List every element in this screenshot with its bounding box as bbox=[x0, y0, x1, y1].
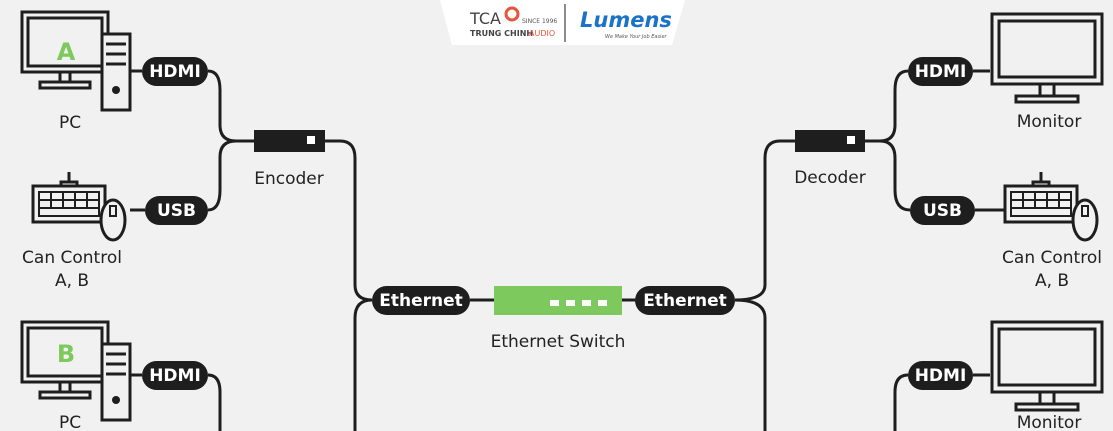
pc-a-letter: A bbox=[57, 38, 76, 66]
pc-b-icon bbox=[20, 320, 132, 422]
ethernet-label: Ethernet bbox=[379, 291, 463, 311]
decoder-icon bbox=[795, 130, 865, 152]
hdmi-label: HDMI bbox=[149, 62, 201, 82]
control-sublabel-left: A, B bbox=[55, 271, 89, 291]
hdmi-label: HDMI bbox=[915, 62, 967, 82]
control-label-right: Can Control bbox=[1002, 248, 1102, 268]
hdmi-pill-monitor-1: HDMI bbox=[908, 57, 973, 86]
ethernet-label: Ethernet bbox=[643, 291, 727, 311]
ethernet-pill-left: Ethernet bbox=[372, 286, 470, 315]
ethernet-pill-right: Ethernet bbox=[635, 286, 735, 315]
control-sublabel-right: A, B bbox=[1035, 271, 1069, 291]
usb-pill-left: USB bbox=[145, 196, 208, 225]
logo-banner: TCA SINCE 1996 TRUNG CHINH AUDIO Lumens … bbox=[440, 0, 685, 45]
ethernet-switch-label: Ethernet Switch bbox=[491, 332, 626, 352]
decoder-label: Decoder bbox=[794, 168, 866, 188]
keyboard-mouse-icon bbox=[31, 170, 127, 242]
lumens-tagline: We Make Your Job Easier bbox=[605, 34, 668, 40]
usb-label: USB bbox=[923, 201, 962, 221]
tca-logo-icon bbox=[504, 6, 520, 22]
monitor-2-icon bbox=[990, 320, 1104, 412]
hdmi-label: HDMI bbox=[915, 366, 967, 386]
lumens-logo: Lumens bbox=[580, 8, 672, 32]
hdmi-pill-pc-a: HDMI bbox=[142, 57, 208, 86]
control-label-left: Can Control bbox=[22, 248, 122, 268]
hdmi-pill-monitor-2: HDMI bbox=[908, 361, 973, 390]
ethernet-switch-icon bbox=[494, 286, 622, 315]
tca-company: TRUNG CHINH bbox=[470, 29, 533, 38]
encoder-label: Encoder bbox=[254, 169, 324, 189]
monitor-2-label: Monitor bbox=[1017, 413, 1082, 431]
tca-company-accent: AUDIO bbox=[529, 29, 555, 38]
tca-logo-text: TCA bbox=[469, 9, 501, 28]
encoder-icon bbox=[254, 130, 325, 152]
tca-since: SINCE 1996 bbox=[522, 18, 557, 25]
hdmi-pill-pc-b: HDMI bbox=[142, 361, 208, 390]
pc-a-label: PC bbox=[59, 113, 81, 133]
keyboard-mouse-icon-right bbox=[1003, 170, 1099, 242]
usb-pill-right: USB bbox=[910, 196, 975, 225]
pc-a-icon bbox=[20, 10, 132, 112]
wires bbox=[118, 69, 1005, 431]
usb-label: USB bbox=[157, 201, 196, 221]
pc-b-letter: B bbox=[57, 340, 75, 368]
pc-b-label: PC bbox=[59, 413, 81, 431]
monitor-1-label: Monitor bbox=[1017, 112, 1082, 132]
hdmi-label: HDMI bbox=[149, 366, 201, 386]
monitor-1-icon bbox=[990, 12, 1104, 104]
